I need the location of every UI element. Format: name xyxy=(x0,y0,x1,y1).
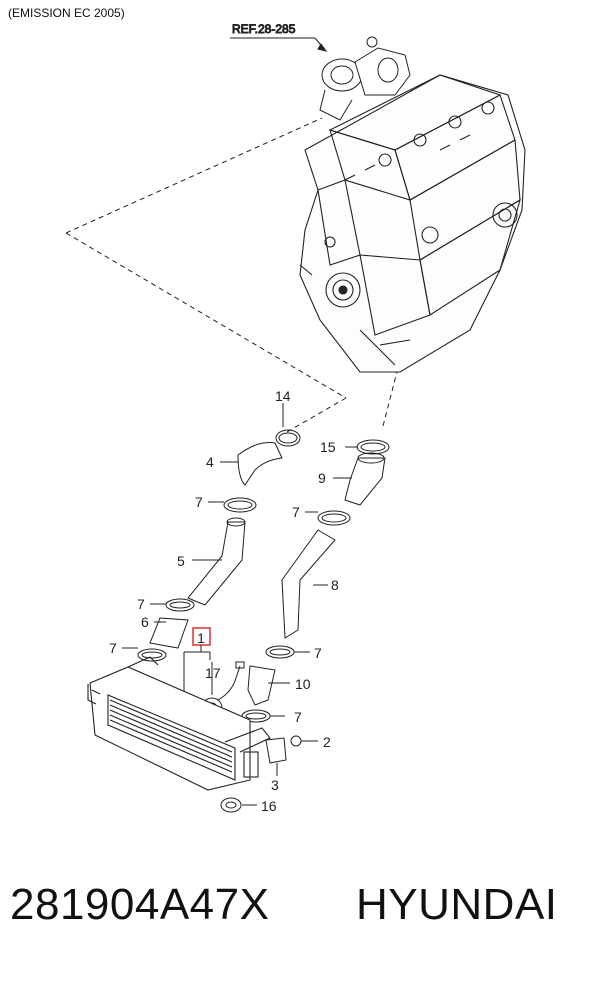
callout-8: 8 xyxy=(331,577,339,593)
callout-6: 6 xyxy=(141,614,149,630)
clamp-7-lower-left xyxy=(122,647,167,662)
callout-7-d: 7 xyxy=(109,640,117,656)
intercooler xyxy=(87,656,271,791)
callout-1: 1 xyxy=(197,630,205,646)
engine-block xyxy=(299,74,526,373)
callout-5: 5 xyxy=(177,553,185,569)
clamp-7-mid-left xyxy=(150,598,195,612)
reference-label: REF.28-285 xyxy=(232,22,296,36)
pipe-5 xyxy=(187,521,246,606)
fitting-3 xyxy=(265,737,287,776)
part-number: 281904A47X xyxy=(10,880,270,929)
hose-6 xyxy=(149,617,189,649)
grommet-16 xyxy=(220,797,257,813)
callout-4: 4 xyxy=(206,454,214,470)
callout-17: 17 xyxy=(205,665,221,681)
callout-16: 16 xyxy=(261,798,277,814)
brand-name: HYUNDAI xyxy=(356,880,558,929)
hose-10 xyxy=(247,665,276,706)
callout-7-f: 7 xyxy=(294,709,302,725)
hose-9 xyxy=(344,457,386,506)
callout-7-a: 7 xyxy=(195,494,203,510)
clamp-7-upper-right xyxy=(305,510,351,526)
bolt-2 xyxy=(290,735,318,747)
callout-2: 2 xyxy=(323,734,331,750)
clamp-7-mid-right xyxy=(265,645,310,659)
hose-4 xyxy=(237,442,283,486)
callout-7-c: 7 xyxy=(137,596,145,612)
clamp-7-upper-left xyxy=(208,497,257,513)
turbocharger xyxy=(319,36,411,121)
callout-9: 9 xyxy=(318,470,326,486)
callout-14: 14 xyxy=(275,388,291,404)
pipe-8 xyxy=(281,529,336,639)
clamp-14 xyxy=(275,403,301,447)
callout-3: 3 xyxy=(271,777,279,793)
callout-7-e: 7 xyxy=(314,645,322,661)
callout-10: 10 xyxy=(295,676,311,692)
clamp-15 xyxy=(345,439,390,455)
emission-note: (EMISSION EC 2005) xyxy=(8,6,125,20)
reference-arrowhead xyxy=(317,43,328,52)
callout-7-b: 7 xyxy=(292,504,300,520)
callout-15: 15 xyxy=(320,439,336,455)
